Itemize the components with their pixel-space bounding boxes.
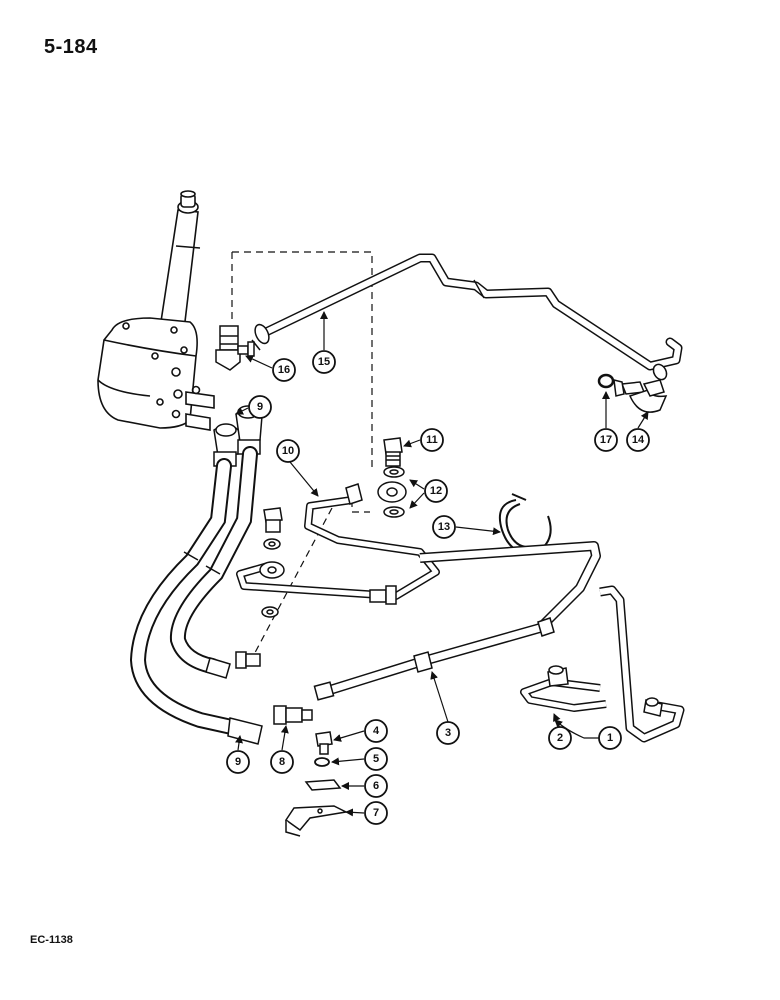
pipe-3-sleeves: [313, 617, 555, 701]
pipe-2: [520, 678, 607, 712]
callout-9-upper: 9: [248, 395, 272, 419]
callout-1: 1: [598, 726, 622, 750]
callout-8-label: 8: [279, 756, 285, 768]
document-code: EC-1138: [30, 934, 73, 946]
callout-15: 15: [312, 350, 336, 374]
callout-4-label: 4: [373, 725, 380, 737]
callout-9-lower-label: 9: [235, 756, 241, 768]
callout-5-label: 5: [373, 753, 379, 765]
clamp-13: [498, 493, 552, 554]
pipe-15: [261, 253, 683, 371]
steering-control-unit: [97, 190, 215, 431]
callout-8: 8: [270, 750, 294, 774]
callout-13: 13: [432, 515, 456, 539]
hose-lower-fittings: [205, 651, 313, 745]
clip-6: [304, 779, 342, 791]
callout-5: 5: [364, 747, 388, 771]
callout-2-label: 2: [557, 732, 563, 744]
banjo-bolt-11: [383, 437, 403, 467]
bracket-7: [284, 805, 349, 837]
callout-3: 3: [436, 721, 460, 745]
callout-1-label: 1: [607, 732, 613, 744]
lock-washer-5: [314, 757, 330, 767]
pipe-2-end: [547, 665, 569, 687]
callout-15-label: 15: [318, 356, 330, 368]
callout-12: 12: [424, 479, 448, 503]
callout-2: 2: [548, 726, 572, 750]
bolt-4: [315, 731, 333, 755]
callout-4: 4: [364, 719, 388, 743]
callout-11: 11: [420, 428, 444, 452]
callout-6-label: 6: [373, 780, 379, 792]
elbow-fitting-14: [613, 379, 668, 413]
callout-7-label: 7: [373, 807, 379, 819]
callout-6: 6: [364, 774, 388, 798]
callout-16-label: 16: [278, 364, 290, 376]
callout-11-label: 11: [426, 434, 438, 446]
callout-10: 10: [276, 439, 300, 463]
callout-9-upper-label: 9: [257, 401, 263, 413]
pipe-15-end-nut: [251, 323, 668, 381]
callout-14: 14: [626, 428, 650, 452]
callout-17-label: 17: [600, 434, 612, 446]
callout-7: 7: [364, 801, 388, 825]
pipe-10-ends: [259, 483, 397, 605]
callout-14-label: 14: [632, 434, 645, 446]
leader-lines: [235, 311, 649, 817]
callout-3-label: 3: [445, 727, 451, 739]
pipe-1: [599, 585, 685, 743]
pipe-1-end: [643, 697, 663, 717]
page-number: 5-184: [44, 36, 98, 58]
callout-16: 16: [272, 358, 296, 382]
banjo-set-left: [261, 507, 283, 618]
callout-12-label: 12: [430, 485, 442, 497]
callout-17: 17: [594, 428, 618, 452]
elbow-fitting-16: [215, 325, 255, 371]
callout-9-lower: 9: [226, 750, 250, 774]
banjo-and-washers-12: [377, 466, 407, 518]
callout-10-label: 10: [282, 445, 294, 457]
flexible-hoses: [129, 446, 258, 736]
o-ring-17: [597, 373, 615, 389]
callout-13-label: 13: [438, 521, 450, 533]
